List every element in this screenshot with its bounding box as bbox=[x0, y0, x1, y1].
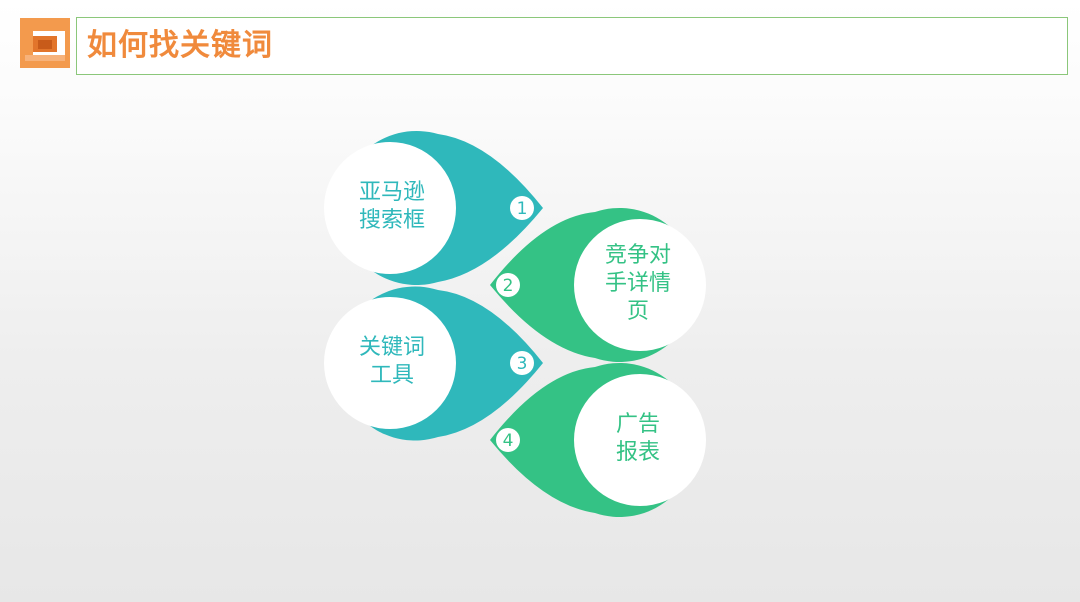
step-2-label-line-1: 竞争对 bbox=[605, 243, 671, 268]
step-1-label-line-1: 亚马逊 bbox=[359, 180, 425, 205]
step-4-circle bbox=[574, 374, 706, 506]
step-2-number: 2 bbox=[503, 276, 514, 296]
step-3-number: 3 bbox=[517, 354, 528, 374]
step-1: 1 亚马逊 搜索框 bbox=[324, 131, 543, 286]
step-4-label-line-1: 广告 bbox=[616, 412, 660, 437]
step-4-number-badge bbox=[496, 428, 520, 452]
step-3-number-badge bbox=[510, 351, 534, 375]
step-4-number: 4 bbox=[503, 431, 514, 451]
step-2-circle bbox=[574, 219, 706, 351]
step-2-label-line-3: 页 bbox=[627, 299, 649, 324]
step-4-label-line-2: 报表 bbox=[616, 440, 660, 465]
step-1-number: 1 bbox=[517, 199, 528, 219]
step-4: 4 广告 报表 bbox=[490, 363, 706, 517]
step-2-label-line-2: 手详情 bbox=[605, 271, 671, 296]
logo-icon bbox=[18, 16, 74, 72]
step-3-circle bbox=[324, 297, 456, 429]
step-3-label-line-1: 关键词 bbox=[359, 335, 425, 360]
step-1-number-badge bbox=[510, 196, 534, 220]
step-2-number-badge bbox=[496, 273, 520, 297]
step-2: 2 竞争对 手详情 页 bbox=[490, 207, 706, 362]
title-bar: 如何找关键词 bbox=[76, 17, 1068, 75]
step-3-label-line-2: 工具 bbox=[370, 363, 414, 388]
step-1-circle bbox=[324, 142, 456, 274]
step-3: 3 关键词 工具 bbox=[324, 286, 543, 441]
step-1-label-line-2: 搜索框 bbox=[359, 208, 425, 233]
page-title: 如何找关键词 bbox=[87, 28, 273, 63]
